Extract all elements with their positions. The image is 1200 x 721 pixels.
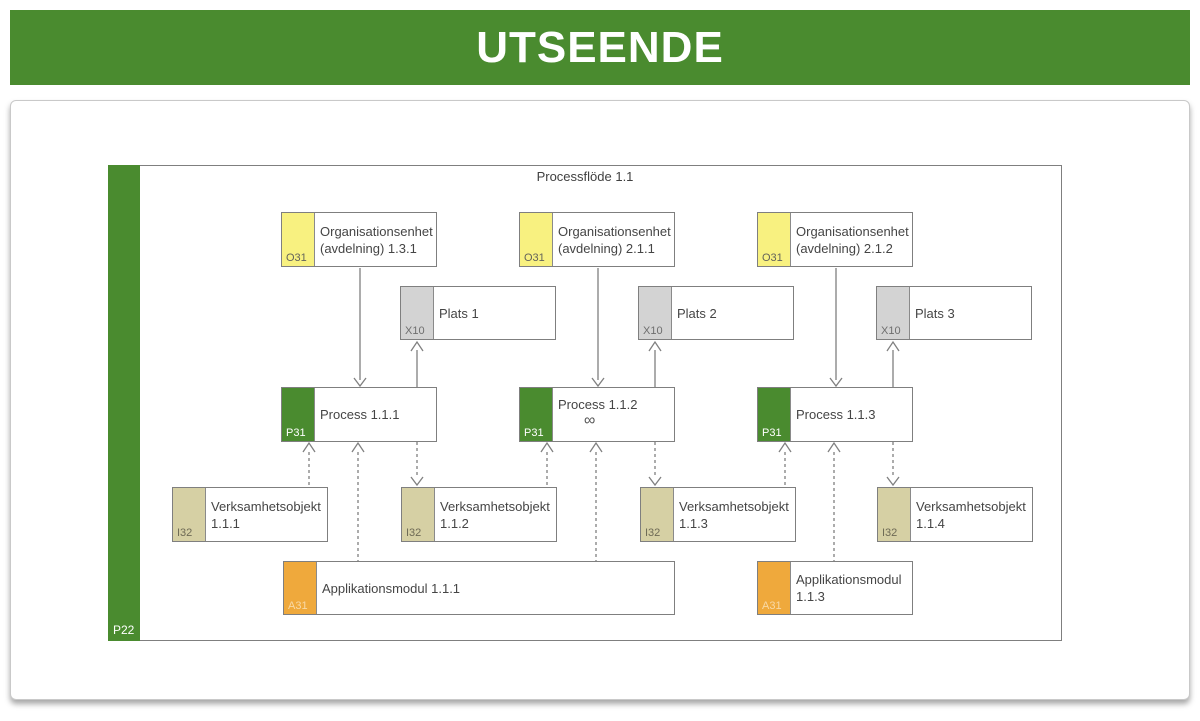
- type-tab: A31: [284, 562, 317, 614]
- type-code: X10: [405, 325, 425, 337]
- type-code: O31: [286, 252, 307, 264]
- type-tab: X10: [639, 287, 672, 339]
- node-applikationsmodul-1-1-3[interactable]: A31 Applikationsmodul 1.1.3: [757, 561, 913, 615]
- type-tab: O31: [282, 213, 315, 266]
- type-tab: X10: [877, 287, 910, 339]
- node-label: Plats 1: [439, 305, 479, 321]
- type-code: I32: [406, 527, 422, 539]
- node-verksamhetsobjekt-1-1-1[interactable]: I32 Verksamhetsobjekt 1.1.1: [172, 487, 328, 542]
- type-code: P31: [286, 427, 306, 439]
- node-label: Organisationsenhet (avdelning) 2.1.1: [558, 223, 671, 256]
- node-plats-2[interactable]: X10 Plats 2: [638, 286, 794, 340]
- type-code: A31: [288, 600, 308, 612]
- loop-icon: ∞: [584, 412, 596, 429]
- node-label: Applikationsmodul 1.1.3: [796, 572, 902, 604]
- node-process-1-1-2[interactable]: P31 Process 1.1.2 ∞: [519, 387, 675, 442]
- type-tab: P31: [282, 388, 315, 441]
- type-tab: P31: [520, 388, 553, 441]
- type-code: I32: [645, 527, 661, 539]
- diagram-title: Processflöde 1.1: [536, 169, 634, 184]
- node-plats-1[interactable]: X10 Plats 1: [400, 286, 556, 340]
- type-code: A31: [762, 600, 782, 612]
- node-plats-3[interactable]: X10 Plats 3: [876, 286, 1032, 340]
- type-tab: O31: [520, 213, 553, 266]
- node-label: Plats 3: [915, 305, 955, 321]
- type-tab: A31: [758, 562, 791, 614]
- node-organisationsenhet-2-1-1[interactable]: O31 Organisationsenhet (avdelning) 2.1.1: [519, 212, 675, 267]
- node-label: Organisationsenhet (avdelning) 2.1.2: [796, 223, 909, 256]
- type-tab: I32: [641, 488, 674, 541]
- node-verksamhetsobjekt-1-1-2[interactable]: I32 Verksamhetsobjekt 1.1.2: [401, 487, 557, 542]
- type-code: P31: [762, 427, 782, 439]
- type-code: X10: [643, 325, 663, 337]
- node-verksamhetsobjekt-1-1-3[interactable]: I32 Verksamhetsobjekt 1.1.3: [640, 487, 796, 542]
- node-applikationsmodul-1-1-1[interactable]: A31 Applikationsmodul 1.1.1: [283, 561, 675, 615]
- node-label: Organisationsenhet (avdelning) 1.3.1: [320, 223, 433, 256]
- node-organisationsenhet-2-1-2[interactable]: O31 Organisationsenhet (avdelning) 2.1.2: [757, 212, 913, 267]
- node-label: Process 1.1.2: [558, 397, 638, 412]
- type-tab: X10: [401, 287, 434, 339]
- node-label: Process 1.1.3: [796, 407, 876, 422]
- type-tab: I32: [878, 488, 911, 541]
- node-label: Plats 2: [677, 305, 717, 321]
- pool-lane[interactable]: P22: [108, 165, 140, 641]
- header-bar: UTSEENDE: [10, 10, 1190, 85]
- type-code: X10: [881, 325, 901, 337]
- page-title: UTSEENDE: [476, 22, 724, 72]
- node-label: Verksamhetsobjekt 1.1.2: [440, 498, 550, 531]
- node-process-1-1-1[interactable]: P31 Process 1.1.1: [281, 387, 437, 442]
- node-label: Verksamhetsobjekt 1.1.1: [211, 498, 321, 531]
- type-tab: O31: [758, 213, 791, 266]
- node-label: Verksamhetsobjekt 1.1.4: [916, 498, 1026, 531]
- pool-type-code: P22: [113, 623, 135, 637]
- node-label: Process 1.1.1: [320, 407, 400, 422]
- type-code: O31: [524, 252, 545, 264]
- type-code: I32: [177, 527, 193, 539]
- type-code: O31: [762, 252, 783, 264]
- node-process-1-1-3[interactable]: P31 Process 1.1.3: [757, 387, 913, 442]
- node-label: Verksamhetsobjekt 1.1.3: [679, 498, 789, 531]
- type-code: I32: [882, 527, 898, 539]
- type-code: P31: [524, 427, 544, 439]
- node-organisationsenhet-1-3-1[interactable]: O31 Organisationsenhet (avdelning) 1.3.1: [281, 212, 437, 267]
- type-tab: I32: [173, 488, 206, 541]
- type-tab: P31: [758, 388, 791, 441]
- node-verksamhetsobjekt-1-1-4[interactable]: I32 Verksamhetsobjekt 1.1.4: [877, 487, 1033, 542]
- type-tab: I32: [402, 488, 435, 541]
- node-label: Applikationsmodul 1.1.1: [322, 580, 461, 596]
